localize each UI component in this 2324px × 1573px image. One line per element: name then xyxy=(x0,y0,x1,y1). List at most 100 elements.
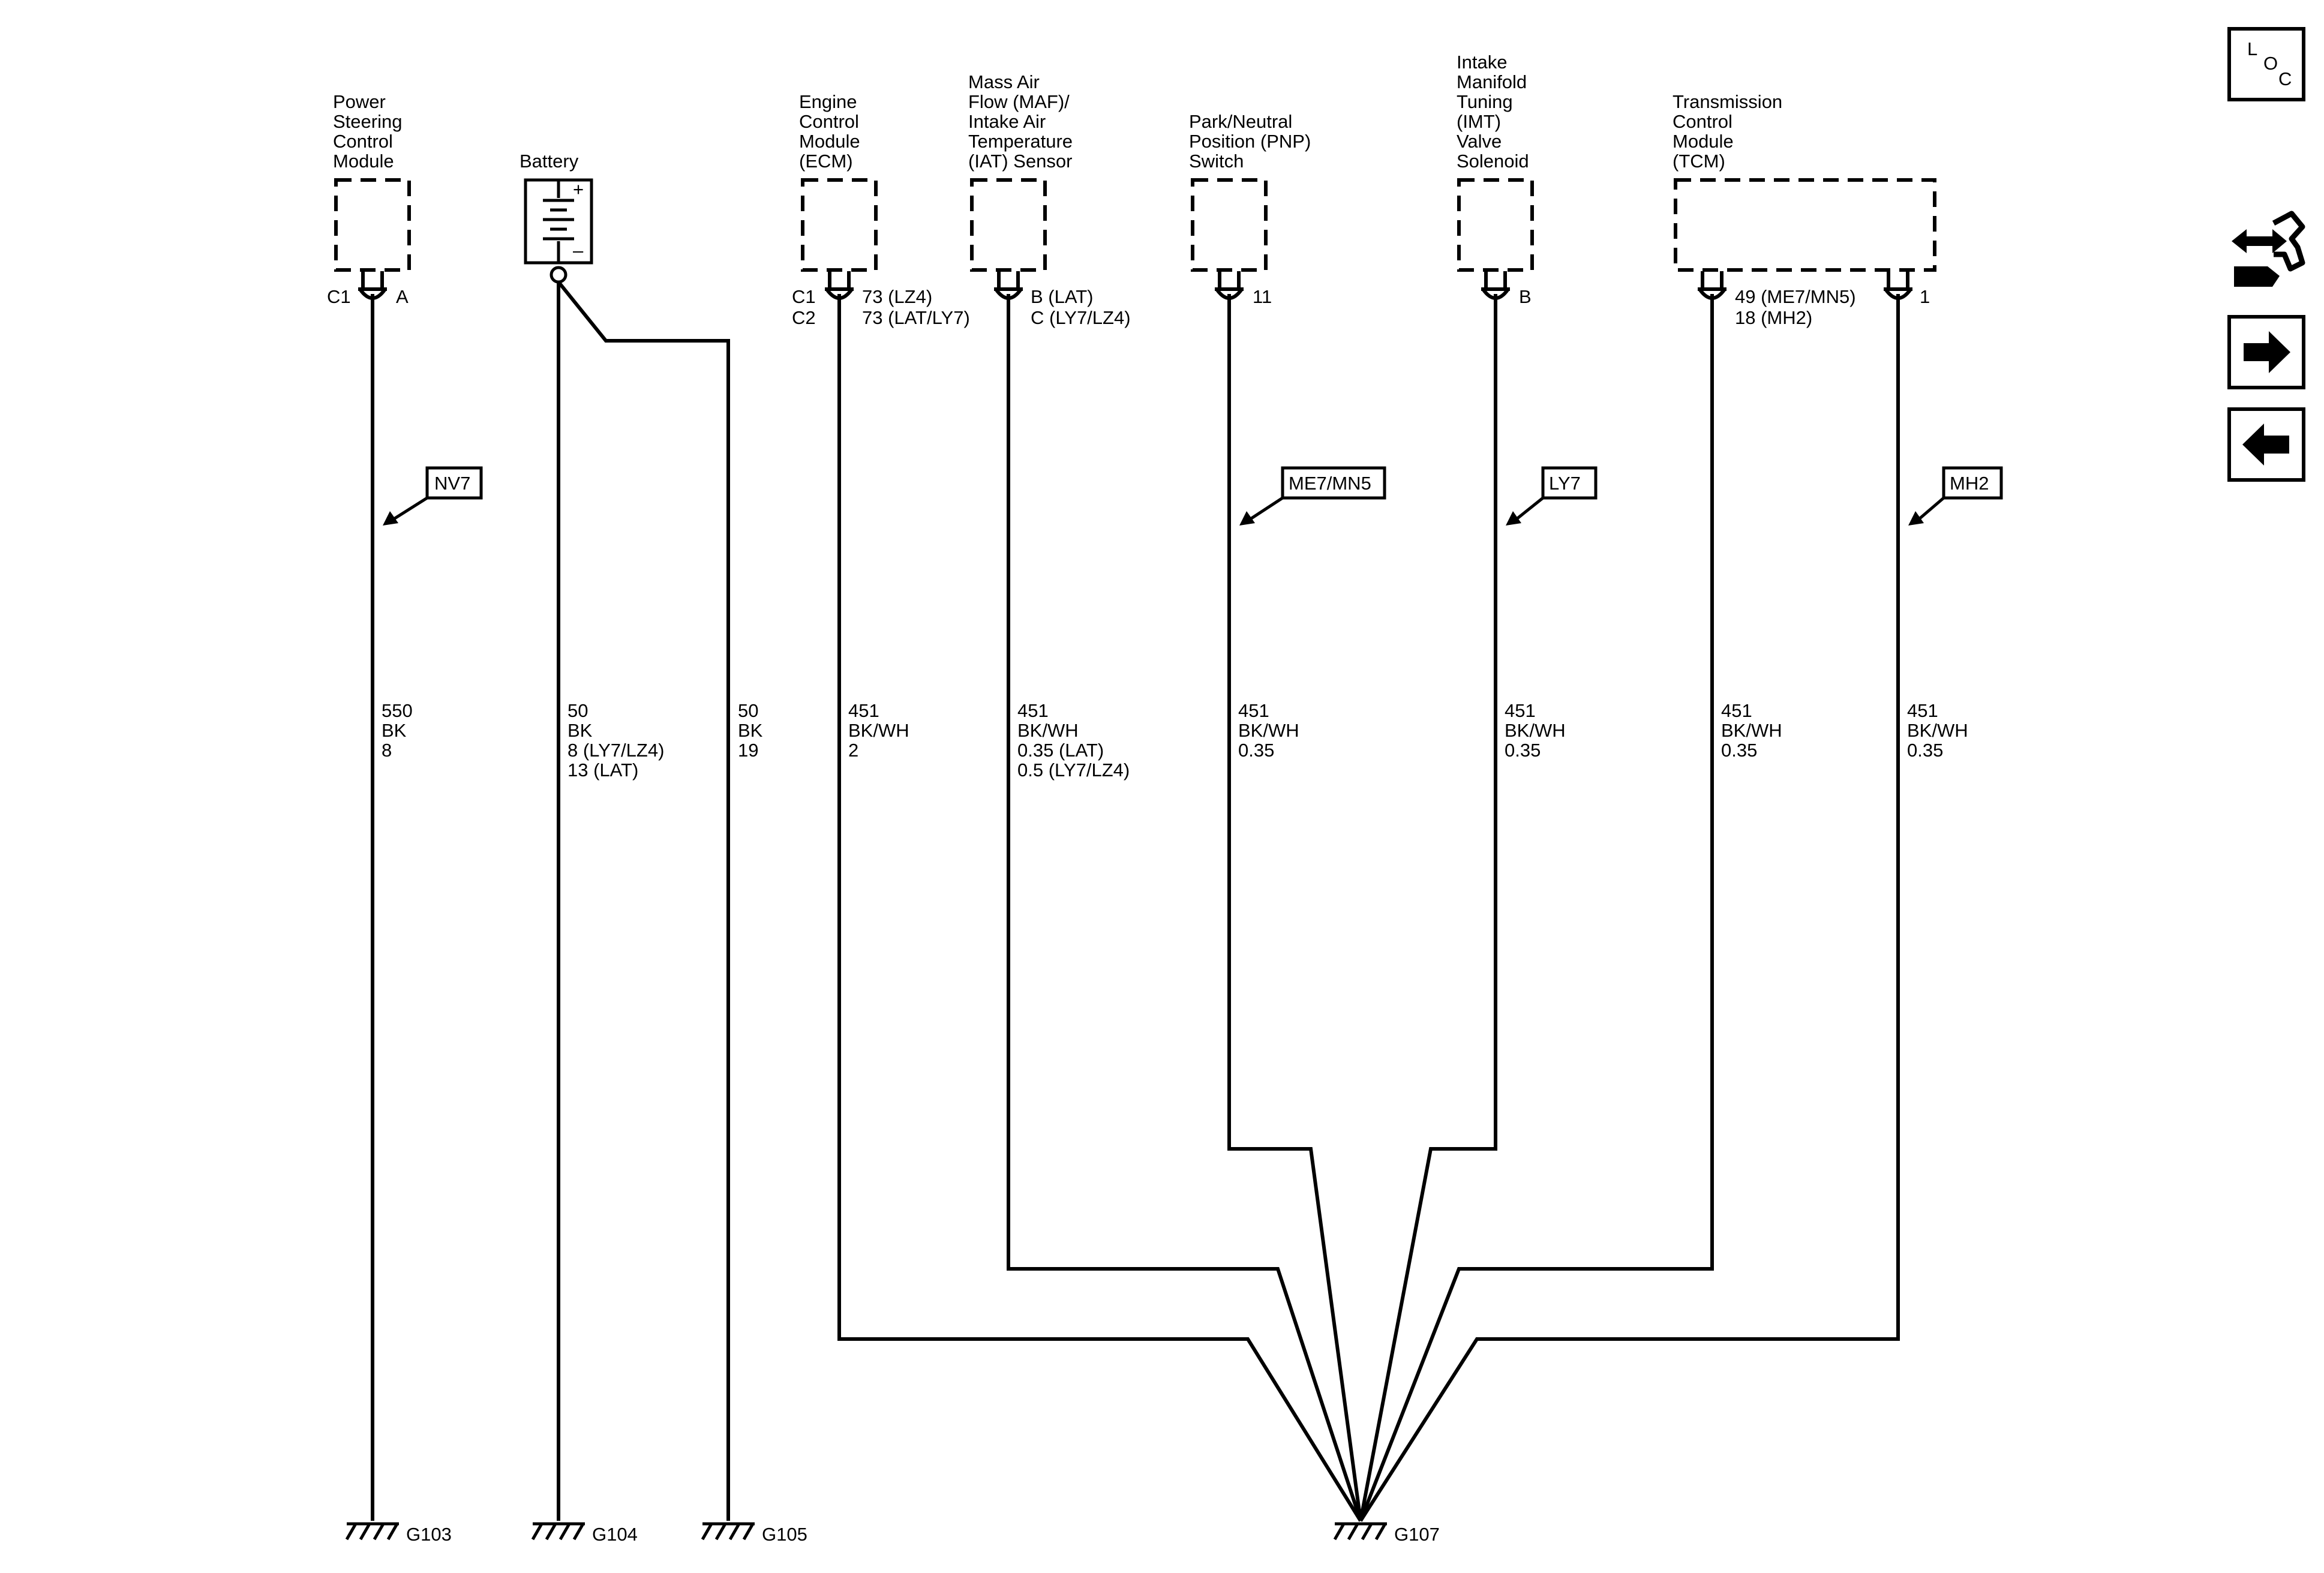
wire-imt xyxy=(1359,294,1497,1521)
pin-ecm-2: 73 (LAT/LY7) xyxy=(862,307,970,328)
engine-control-module-box xyxy=(801,178,878,272)
maf-iat-sensor-box xyxy=(970,178,1047,272)
wires xyxy=(371,281,1900,1522)
svg-text:BK: BK xyxy=(568,720,593,741)
label-maf-iat-sensor: Mass Air Flow (MAF)/ Intake Air Temperat… xyxy=(968,71,1073,172)
connector-ecm xyxy=(825,271,854,300)
wire-label-imt: 451 BK/WH 0.35 xyxy=(1505,700,1566,761)
svg-text:G107: G107 xyxy=(1394,1524,1440,1545)
connector-maf xyxy=(994,271,1023,300)
location-icon[interactable]: L O C xyxy=(2227,27,2305,101)
wire-battery-g105 xyxy=(557,281,730,1521)
wire-label-ecm: 451 BK/WH 2 xyxy=(848,700,909,761)
connector-imt xyxy=(1481,271,1510,300)
svg-text:0.35: 0.35 xyxy=(1505,740,1541,761)
wire-label-pnp: 451 BK/WH 0.35 xyxy=(1238,700,1299,761)
svg-text:0.35: 0.35 xyxy=(1907,740,1943,761)
svg-text:8 (LY7/LZ4): 8 (LY7/LZ4) xyxy=(568,740,664,761)
pnp-switch-box xyxy=(1191,178,1268,272)
connector-view-icon[interactable] xyxy=(2232,211,2305,287)
svg-text:BK/WH: BK/WH xyxy=(848,720,909,741)
wire-label-battery-g105: 50 BK 19 xyxy=(738,700,763,761)
svg-text:Flow (MAF)/: Flow (MAF)/ xyxy=(968,91,1070,112)
svg-text:451: 451 xyxy=(1907,700,1938,721)
svg-text:G104: G104 xyxy=(592,1524,638,1545)
svg-text:50: 50 xyxy=(568,700,588,721)
pin-ecm-connector-1: C1 xyxy=(792,286,816,307)
arrow-left-icon[interactable] xyxy=(2227,407,2305,482)
svg-text:Module: Module xyxy=(1673,131,1734,152)
pin-ecm-1: 73 (LZ4) xyxy=(862,286,932,307)
power-steering-control-module-box xyxy=(334,178,411,272)
wire-tcm-a xyxy=(1359,294,1714,1522)
pin-imt: B xyxy=(1519,286,1532,307)
svg-text:Control: Control xyxy=(333,131,393,152)
svg-text:451: 451 xyxy=(1017,700,1049,721)
svg-text:451: 451 xyxy=(1238,700,1269,721)
wire-label-tcm-a: 451 BK/WH 0.35 xyxy=(1721,700,1782,761)
pin-maf-2: C (LY7/LZ4) xyxy=(1031,307,1131,328)
pin-tcm-b: 1 xyxy=(1920,286,1930,307)
svg-text:MH2: MH2 xyxy=(1950,473,1989,494)
svg-text:50: 50 xyxy=(738,700,758,721)
svg-text:451: 451 xyxy=(1721,700,1752,721)
battery-terminal-circle xyxy=(550,266,568,284)
svg-text:Steering: Steering xyxy=(333,111,402,132)
ground-g103: G103 xyxy=(345,1522,452,1545)
svg-text:BK: BK xyxy=(382,720,407,741)
pin-psc: A xyxy=(396,286,409,307)
svg-text:Valve: Valve xyxy=(1457,131,1502,152)
svg-text:Engine: Engine xyxy=(799,91,857,112)
connector-tcm-a xyxy=(1698,271,1727,300)
ground-g104: G104 xyxy=(531,1522,638,1545)
svg-text:O: O xyxy=(2263,53,2278,74)
wire-label-psc: 550 BK 8 xyxy=(382,700,413,761)
wire-label-maf: 451 BK/WH 0.35 (LAT) 0.5 (LY7/LZ4) xyxy=(1017,700,1130,781)
pin-tcm-a-1: 49 (ME7/MN5) xyxy=(1735,286,1856,307)
wire-label-battery-g104: 50 BK 8 (LY7/LZ4) 13 (LAT) xyxy=(568,700,664,781)
svg-text:BK/WH: BK/WH xyxy=(1721,720,1782,741)
svg-text:L: L xyxy=(2247,38,2257,59)
svg-text:Manifold: Manifold xyxy=(1457,71,1527,92)
label-intake-manifold-tuning-valve-solenoid: Intake Manifold Tuning (IMT) Valve Solen… xyxy=(1457,52,1529,172)
wire-label-tcm-b: 451 BK/WH 0.35 xyxy=(1907,700,1968,761)
svg-text:Tuning: Tuning xyxy=(1457,91,1513,112)
arrow-right-icon[interactable] xyxy=(2227,315,2305,389)
label-battery: Battery xyxy=(520,151,579,172)
option-callout-me7-mn5: ME7/MN5 xyxy=(1239,466,1386,526)
pin-maf-1: B (LAT) xyxy=(1031,286,1094,307)
svg-text:13 (LAT): 13 (LAT) xyxy=(568,760,638,781)
option-callout-ly7: LY7 xyxy=(1506,466,1598,526)
svg-text:19: 19 xyxy=(738,740,758,761)
svg-text:Position (PNP): Position (PNP) xyxy=(1189,131,1311,152)
connector-psc xyxy=(358,271,387,300)
svg-text:(ECM): (ECM) xyxy=(799,151,853,172)
svg-text:451: 451 xyxy=(1505,700,1536,721)
svg-text:0.35: 0.35 xyxy=(1721,740,1757,761)
svg-text:Control: Control xyxy=(799,111,859,132)
svg-text:451: 451 xyxy=(848,700,879,721)
imt-valve-solenoid-box xyxy=(1457,178,1534,272)
svg-text:BK/WH: BK/WH xyxy=(1238,720,1299,741)
connector-tcm-b xyxy=(1884,271,1912,300)
svg-text:Module: Module xyxy=(333,151,394,172)
label-power-steering-control-module: Power Steering Control Module xyxy=(333,91,402,172)
svg-text:BK/WH: BK/WH xyxy=(1505,720,1566,741)
svg-text:Mass Air: Mass Air xyxy=(968,71,1040,92)
svg-text:LY7: LY7 xyxy=(1549,473,1581,494)
svg-text:Switch: Switch xyxy=(1189,151,1244,172)
battery-positive-terminal: + xyxy=(573,179,584,200)
svg-text:(IMT): (IMT) xyxy=(1457,111,1501,132)
svg-text:Power: Power xyxy=(333,91,386,112)
svg-text:Intake: Intake xyxy=(1457,52,1507,73)
svg-text:G103: G103 xyxy=(406,1524,452,1545)
pin-tcm-a-2: 18 (MH2) xyxy=(1735,307,1812,328)
option-callout-mh2: MH2 xyxy=(1908,466,2003,526)
wire-ecm xyxy=(837,294,1362,1522)
svg-text:G105: G105 xyxy=(762,1524,807,1545)
svg-text:550: 550 xyxy=(382,700,413,721)
svg-text:2: 2 xyxy=(848,740,858,761)
wire-tcm-b xyxy=(1359,294,1900,1522)
svg-text:NV7: NV7 xyxy=(434,473,470,494)
